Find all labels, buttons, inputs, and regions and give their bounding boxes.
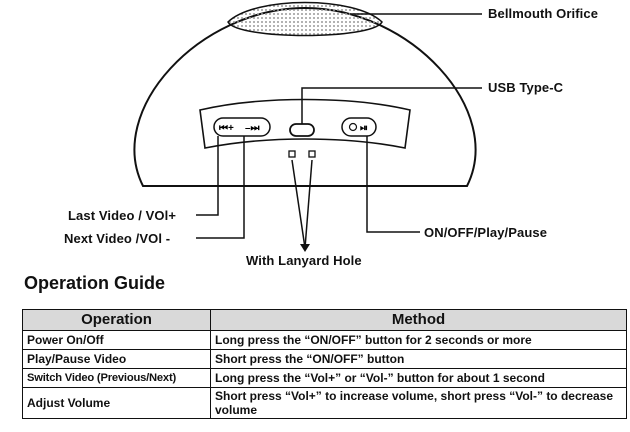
power-label: ON/OFF/Play/Pause [424,225,548,240]
method-cell: Long press the “ON/OFF” button for 2 sec… [210,330,627,350]
power-leader [366,136,420,233]
prev-vol-up-icon: ⏮+ [219,123,234,134]
last-video-leader [196,136,219,216]
table-row: Switch Video (Previous/Next) Long press … [22,368,627,388]
method-header: Method [210,309,627,331]
speaker-diagram: ⏮+ –⏭ ⏯ [133,1,482,252]
lanyard-label: With Lanyard Hole [246,253,362,268]
volume-button-pill[interactable] [213,117,271,137]
next-video-leader [196,136,245,239]
bellmouth-orifice [227,1,383,37]
power-icon [348,122,358,132]
operation-header: Operation [22,309,211,331]
next-vol-down-icon: –⏭ [245,123,260,134]
table-row: Power On/Off Long press the “ON/OFF” but… [22,330,627,350]
lanyard-hole-right [308,150,316,158]
lanyard-arrow [300,244,310,252]
usb-leader [301,87,482,124]
lanyard-leader-right [304,159,313,249]
table-header-row: Operation Method [22,309,627,331]
operation-cell: Play/Pause Video [22,349,211,369]
power-button-pill[interactable] [341,117,377,137]
last-video-label: Last Video / VOl+ [68,208,177,223]
bellmouth-label: Bellmouth Orifice [488,6,599,21]
table-row: Adjust Volume Short press “Vol+” to incr… [22,387,627,419]
usb-c-port[interactable] [289,123,315,137]
method-cell: Short press “Vol+” to increase volume, s… [210,387,627,419]
table-row: Play/Pause Video Short press the “ON/OFF… [22,349,627,369]
operation-cell: Power On/Off [22,330,211,350]
method-cell: Short press the “ON/OFF” button [210,349,627,369]
operation-cell: Adjust Volume [22,387,211,419]
operation-cell: Switch Video (Previous/Next) [22,368,211,388]
next-video-label: Next Video /VOl - [64,231,171,246]
usb-label: USB Type-C [488,80,564,95]
method-cell: Long press the “Vol+” or “Vol-” button f… [210,368,627,388]
lanyard-hole-left [288,150,296,158]
play-pause-icon: ⏯ [360,123,368,134]
operation-table: Operation Method Power On/Off Long press… [22,309,627,419]
operation-guide-title: Operation Guide [24,273,166,293]
lanyard-leader-left [291,159,306,249]
